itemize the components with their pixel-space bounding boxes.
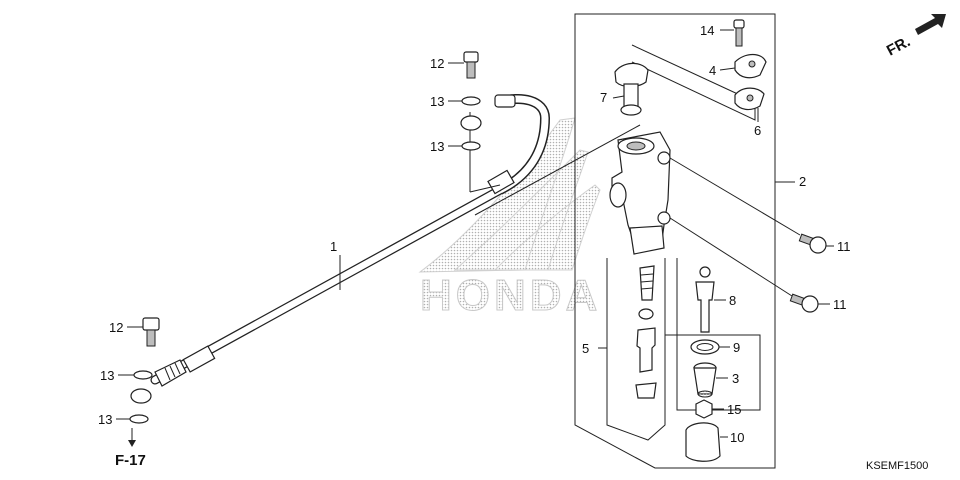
callout-13-lower-a: 13 <box>100 368 114 383</box>
valve-kit-bracket <box>665 258 761 411</box>
mounting-bolt-lower <box>669 217 819 313</box>
master-cylinder-body <box>609 131 671 255</box>
cap-screw <box>733 19 745 47</box>
mounting-bolt-upper <box>669 157 827 254</box>
callout-11-lower: 11 <box>833 297 847 312</box>
cap-plate <box>734 53 767 79</box>
assembly-bracket <box>574 13 795 469</box>
callout-12-lower: 12 <box>109 320 123 335</box>
front-direction-label: FR. <box>884 33 913 59</box>
callout-13-upper-a: 13 <box>430 94 444 109</box>
reservoir-cap <box>614 62 649 116</box>
lower-banjo-bolt <box>128 317 160 447</box>
callout-14: 14 <box>700 23 714 38</box>
brake-hose <box>150 94 641 387</box>
circlip <box>690 339 720 355</box>
rod-joint <box>685 422 721 462</box>
upper-banjo-bolt <box>460 51 482 151</box>
push-rod <box>695 266 715 333</box>
callout-leaders <box>116 29 834 438</box>
callout-13-lower-b: 13 <box>98 412 112 427</box>
callout-15: 15 <box>727 402 741 417</box>
callout-13-upper-b: 13 <box>430 139 444 154</box>
callout-4: 4 <box>709 63 716 78</box>
callout-1: 1 <box>330 239 337 254</box>
callout-labels: 1 2 3 4 5 6 7 8 9 10 11 11 12 12 13 13 1… <box>98 23 851 445</box>
callout-10: 10 <box>730 430 744 445</box>
figure-reference[interactable]: F-17 <box>115 452 146 469</box>
dust-boot <box>693 362 717 398</box>
front-direction-arrow: FR. <box>884 14 946 60</box>
piston-assembly <box>635 265 657 399</box>
joint-nut <box>695 399 713 419</box>
callout-8: 8 <box>729 293 736 308</box>
cap-kit-leader <box>631 44 756 121</box>
wing-logo-icon <box>418 117 601 273</box>
callout-6: 6 <box>754 123 761 138</box>
callout-2: 2 <box>799 174 806 189</box>
callout-9: 9 <box>733 340 740 355</box>
callout-5: 5 <box>582 341 589 356</box>
callout-7: 7 <box>600 90 607 105</box>
watermark-text: HONDA <box>420 271 601 320</box>
honda-watermark: HONDA <box>418 117 601 321</box>
piston-kit-bracket <box>606 258 666 441</box>
callout-11-upper: 11 <box>837 239 851 254</box>
diaphragm <box>734 87 765 111</box>
callout-3: 3 <box>732 371 739 386</box>
callout-12-upper: 12 <box>430 56 444 71</box>
diagram-code: KSEMF1500 <box>866 460 928 472</box>
